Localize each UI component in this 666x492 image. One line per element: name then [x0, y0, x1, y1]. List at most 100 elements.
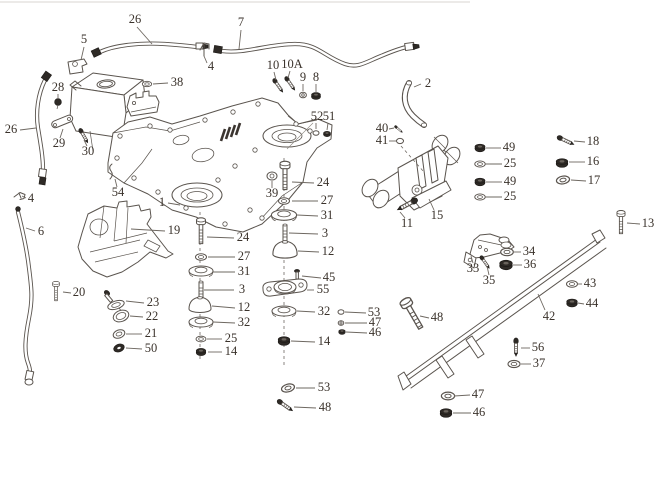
- callout-32: 32: [238, 315, 251, 329]
- nut-8: [310, 92, 322, 100]
- callout-25: 25: [504, 189, 517, 203]
- ring-52: [312, 130, 320, 136]
- reservoir-tank: [69, 72, 160, 155]
- leader-line: [125, 347, 143, 350]
- washer-47-bottom: [440, 391, 456, 401]
- hose-26-top: [90, 41, 209, 58]
- nut-14-left: [195, 347, 207, 357]
- callout-47: 47: [472, 387, 485, 401]
- leader-line: [238, 29, 242, 50]
- callout-21: 21: [145, 326, 158, 340]
- leader-line: [273, 71, 277, 81]
- callout-54: 54: [112, 185, 125, 199]
- callout-20: 20: [73, 285, 86, 299]
- callout-34: 34: [523, 244, 536, 258]
- callout-33: 33: [467, 261, 480, 275]
- callout-26: 26: [5, 122, 18, 136]
- washer-37: [507, 359, 521, 369]
- washer-25-left: [195, 335, 207, 343]
- leader-line: [290, 340, 316, 343]
- callout-9: 9: [300, 70, 306, 84]
- callout-38: 38: [171, 75, 184, 89]
- callout-4: 4: [208, 59, 215, 73]
- bolt-13: [616, 209, 626, 235]
- washer-17: [555, 174, 571, 186]
- leader-line: [211, 305, 236, 309]
- washer-43: [566, 280, 578, 288]
- callout-11: 11: [401, 216, 413, 230]
- leader-line: [130, 228, 166, 232]
- callout-43: 43: [584, 276, 597, 290]
- leader-line: [293, 406, 317, 409]
- callout-48: 48: [319, 400, 332, 414]
- right-mount-stack: [262, 158, 308, 368]
- bolt-10: [271, 77, 285, 94]
- left-mount-stack: [188, 212, 214, 362]
- gusset-bracket-33: [463, 233, 515, 269]
- bolt-48-bottom: [275, 397, 295, 414]
- rod-2: [401, 80, 427, 128]
- screw-51: [323, 130, 331, 138]
- callout-44: 44: [586, 296, 599, 310]
- callout-15: 15: [431, 208, 444, 222]
- leader-line: [296, 214, 319, 217]
- cup-washer-31-right: [270, 209, 298, 222]
- s-hook-54: [109, 163, 113, 180]
- washer-39: [266, 171, 278, 181]
- leader-line: [152, 82, 169, 85]
- plug-23: [104, 290, 125, 313]
- callout-3: 3: [239, 282, 245, 296]
- leader-line: [486, 265, 490, 276]
- leader-line: [626, 222, 641, 225]
- guard-19: [77, 200, 174, 278]
- leader-line: [537, 293, 546, 311]
- callout-39: 39: [266, 186, 279, 200]
- callout-17: 17: [588, 173, 601, 187]
- nut-16: [555, 158, 569, 168]
- callout-22: 22: [146, 309, 159, 323]
- leader-line: [125, 300, 145, 304]
- callout-13: 13: [642, 216, 655, 230]
- leader-line: [345, 331, 368, 334]
- callout-19: 19: [168, 223, 181, 237]
- leader-line: [577, 302, 585, 305]
- callout-36: 36: [524, 257, 537, 271]
- hose-7: [213, 41, 420, 68]
- bolt-48-right: [398, 295, 427, 332]
- callout-12: 12: [238, 300, 251, 314]
- link-plate-29: [51, 114, 74, 129]
- cup-washer-32-right: [271, 305, 297, 317]
- leader-line: [19, 127, 37, 131]
- leader-line: [470, 255, 474, 264]
- callout-42: 42: [543, 309, 556, 323]
- callout-27: 27: [321, 193, 334, 207]
- callout-31: 31: [321, 208, 334, 222]
- leader-line: [399, 211, 406, 219]
- callout-40: 40: [376, 121, 389, 135]
- callout-23: 23: [147, 295, 160, 309]
- callout-31: 31: [238, 264, 251, 278]
- leader-line: [291, 181, 315, 184]
- bolt-18: [555, 134, 576, 148]
- leader-line: [129, 315, 144, 318]
- washer-27-left: [195, 253, 207, 261]
- leader-line: [453, 394, 471, 397]
- leader-line: [83, 139, 88, 147]
- callout-45: 45: [323, 270, 336, 284]
- callout-53: 53: [318, 380, 331, 394]
- stud-3-left: [198, 280, 204, 299]
- leader-line: [570, 179, 587, 182]
- callout-51: 51: [323, 109, 336, 123]
- leader-line: [301, 275, 322, 279]
- nut-46-bottom: [439, 408, 453, 418]
- nut-44: [566, 298, 578, 308]
- cup-washer-31-left: [188, 265, 214, 277]
- callout-53: 53: [368, 305, 381, 319]
- callout-35: 35: [483, 273, 496, 287]
- leader-line: [326, 122, 329, 131]
- leader-line: [297, 250, 320, 253]
- mount-12-right: [272, 240, 298, 259]
- callout-7: 7: [238, 15, 244, 29]
- callout-49: 49: [504, 174, 517, 188]
- hose-clip-left: [13, 192, 26, 200]
